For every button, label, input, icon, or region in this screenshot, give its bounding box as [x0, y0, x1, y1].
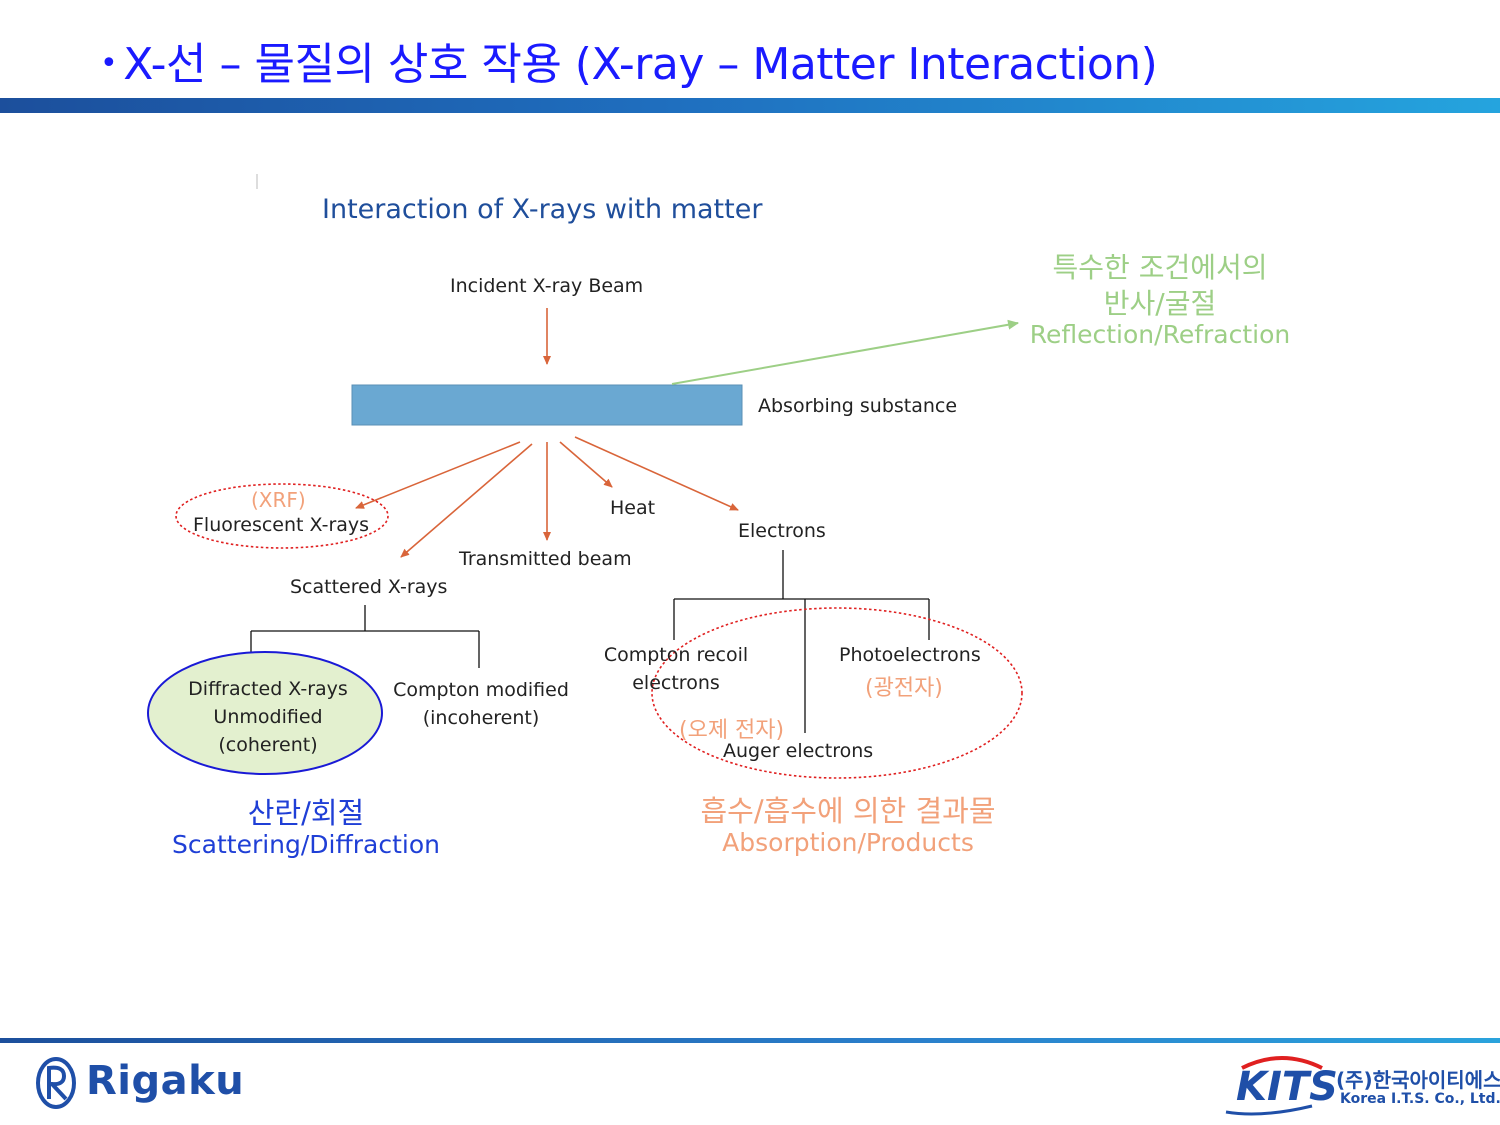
footer-bar: [0, 1038, 1500, 1043]
label-fluorescent: Fluorescent X-rays: [193, 514, 370, 536]
kits-company-english: Korea I.T.S. Co., Ltd.: [1340, 1091, 1500, 1107]
slide-title: •X-선 – 물질의 상호 작용 (X-ray – Matter Interac…: [100, 28, 1158, 92]
label-compton-modified-2: (incoherent): [422, 707, 540, 729]
label-diffracted-2: Unmodified: [213, 706, 323, 728]
rigaku-logo-icon: [36, 1057, 76, 1109]
label-electrons: Electrons: [738, 520, 826, 542]
annotation-reflection-en: Reflection/Refraction: [1029, 320, 1291, 349]
label-transmitted: Transmitted beam: [459, 548, 632, 570]
annotation-reflection-kr-1: 특수한 조건에서의: [1052, 251, 1268, 284]
annotation-xrf: (XRF): [251, 488, 306, 512]
label-scattered: Scattered X-rays: [290, 576, 448, 598]
annotation-auger-kr: (오제 전자): [679, 718, 785, 743]
label-heat: Heat: [610, 497, 656, 519]
annotation-scattering-en: Scattering/Diffraction: [172, 830, 440, 859]
annotation-photoelectrons-kr: (광전자): [865, 676, 943, 701]
title-bullet: •: [100, 46, 118, 81]
label-compton-modified-1: Compton modified: [393, 679, 569, 701]
label-auger: Auger electrons: [723, 740, 874, 762]
label-incident-beam: Incident X-ray Beam: [450, 275, 644, 297]
annotation-scattering-kr: 산란/회절: [247, 796, 365, 830]
reflection-arrow: [671, 319, 1019, 385]
kits-logo-swoosh-icon: [1225, 1056, 1323, 1116]
label-absorbing-substance: Absorbing substance: [758, 395, 958, 417]
label-diffracted-1: Diffracted X-rays: [188, 678, 348, 700]
annotation-reflection-kr-2: 반사/굴절: [1103, 287, 1217, 320]
label-photoelectrons: Photoelectrons: [839, 644, 981, 666]
label-compton-recoil-1: Compton recoil: [603, 644, 749, 666]
heat-arrow: [559, 441, 613, 488]
xrf-highlight: [175, 483, 389, 549]
diffracted-highlight: [147, 651, 383, 775]
absorption-highlight: [651, 607, 1023, 779]
scattered-arrow: [400, 443, 533, 558]
header-bar: [0, 98, 1500, 113]
label-compton-recoil-2: electrons: [632, 672, 720, 694]
fluorescent-arrow: [355, 441, 521, 509]
label-diffracted-3: (coherent): [218, 734, 318, 756]
annotation-absorption-en: Absorption/Products: [722, 828, 974, 857]
kits-company-korean: (주)한국아이티에스: [1336, 1068, 1500, 1092]
absorbing-substance-bar: [351, 384, 743, 426]
annotation-absorption-kr: 흡수/흡수에 의한 결과물: [700, 794, 996, 828]
title-text: X-선 – 물질의 상호 작용 (X-ray – Matter Interact…: [123, 39, 1158, 90]
diagram-title: Interaction of X-rays with matter: [322, 194, 763, 225]
electrons-arrow: [574, 436, 739, 511]
rigaku-logo-text: Rigaku: [86, 1058, 245, 1104]
kits-logo-text: KITS: [1236, 1064, 1338, 1110]
